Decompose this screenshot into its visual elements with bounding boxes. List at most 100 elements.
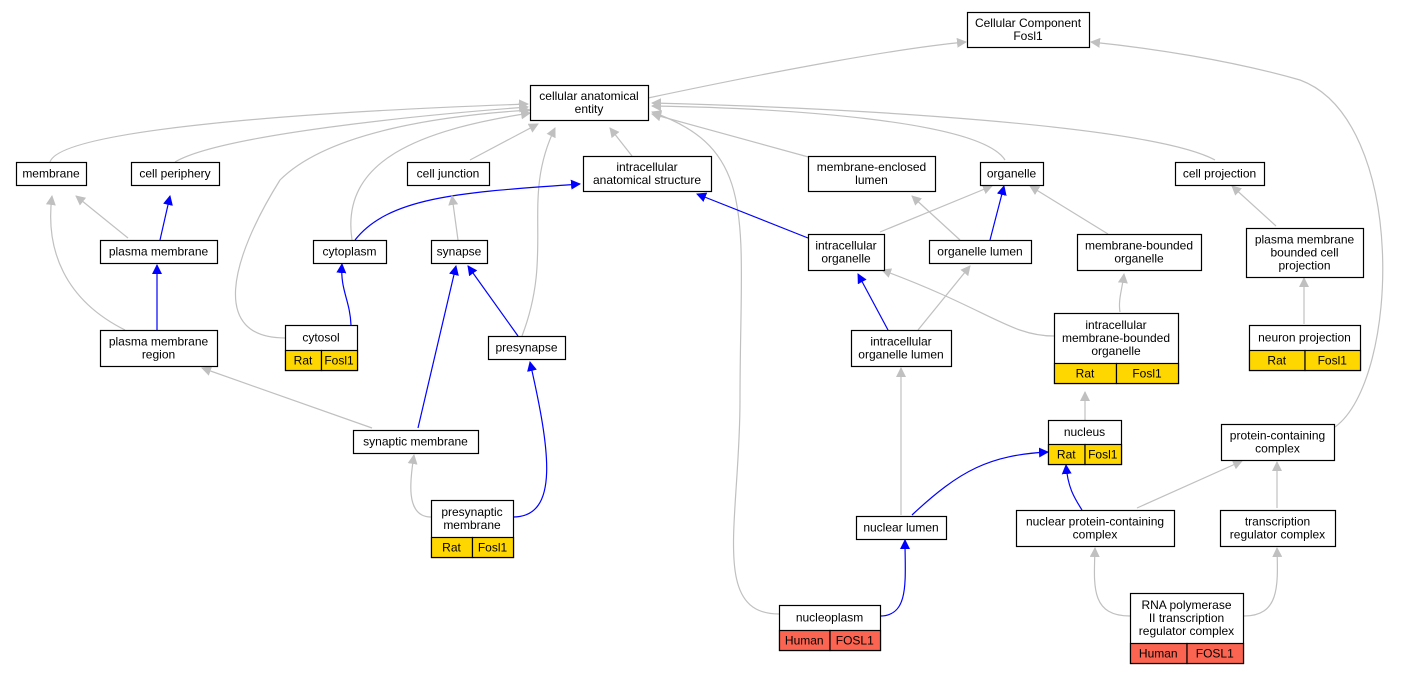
gene-cell: [471, 536, 515, 559]
edge-synmem-to-synapse: [417, 265, 459, 429]
node-label: region: [142, 348, 175, 362]
node-box: [1245, 227, 1365, 279]
gene-cell: [1115, 362, 1180, 385]
edge-presynmem-to-synmem: [407, 454, 432, 518]
edge-ias-to-cae: [609, 127, 633, 157]
node-box: [1219, 509, 1337, 548]
node-ol: organelle lumen: [928, 239, 1033, 265]
node-label: transcription: [1245, 515, 1310, 529]
node-box: [1174, 161, 1266, 187]
species-label: Rat: [294, 354, 313, 368]
node-label: intracellular: [616, 160, 677, 174]
gene-cell: [1304, 349, 1362, 372]
edge-cellperiphery-to-cae: [174, 102, 529, 163]
node-box: [1015, 509, 1176, 548]
node-box: [1076, 233, 1203, 272]
edge-mel-to-cae: [651, 111, 813, 159]
node-label: Cellular Component: [975, 16, 1082, 30]
node-label: cytoplasm: [322, 245, 376, 259]
edge-pmbcp-to-cellprojection: [1231, 185, 1277, 227]
node-label: II transcription: [1149, 611, 1224, 625]
edge-imbo-to-io: [881, 268, 1055, 337]
node-box: [855, 515, 948, 541]
edge-layer: [45, 37, 1384, 617]
species-label: Rat: [1267, 354, 1286, 368]
node-label: plasma membrane: [109, 335, 209, 349]
species-label: Rat: [442, 541, 461, 555]
edge-nuclumen-to-nucleus: [911, 447, 1049, 516]
node-label: membrane: [443, 518, 501, 532]
node-label: organelle: [987, 167, 1037, 181]
gene-label: FOSL1: [836, 634, 874, 648]
node-label: intracellular: [1085, 318, 1146, 332]
node-label: membrane-bounded: [1085, 239, 1193, 253]
node-label: nuclear protein-containing: [1026, 515, 1164, 529]
edge-rnap-to-npcc: [1089, 547, 1131, 617]
edge-pm-to-cellperiphery: [159, 195, 173, 241]
edge-organelle-to-cae: [651, 101, 1006, 161]
node-label: regulator complex: [1230, 528, 1325, 542]
node-label: Fosl1: [1013, 29, 1043, 43]
edge-npcc-to-pcc: [1136, 460, 1243, 509]
node-label: regulator complex: [1139, 624, 1234, 638]
node-label: membrane-enclosed: [817, 160, 926, 174]
node-label: complex: [1073, 528, 1118, 542]
edge-io-to-ias: [696, 192, 809, 239]
node-label: plasma membrane: [1255, 233, 1355, 247]
node-label: cell junction: [417, 167, 480, 181]
gene-label: Fosl1: [478, 541, 508, 555]
node-box: [430, 239, 489, 265]
gene-label: Fosl1: [1318, 354, 1348, 368]
edge-ol-to-mel: [911, 195, 961, 241]
node-label: synaptic membrane: [363, 435, 468, 449]
node-box: [15, 161, 88, 187]
node-label: cell projection: [1183, 167, 1256, 181]
species-label: Rat: [1076, 367, 1095, 381]
edge-cytosol-to-cae: [235, 105, 531, 339]
node-label: cellular anatomical: [539, 89, 638, 103]
edge-cytoplasm-to-cae: [350, 109, 531, 241]
node-box: [130, 161, 221, 187]
node-label: anatomical structure: [593, 173, 701, 187]
node-label: organelle: [821, 252, 871, 266]
node-celljunction: cell junction: [406, 161, 491, 187]
node-pm: plasma membrane: [99, 239, 219, 265]
node-synapse: synapse: [430, 239, 489, 265]
edge-nucleoplasm-to-cae: [651, 110, 780, 615]
gene-label: FOSL1: [1196, 647, 1234, 661]
edge-presynmem-to-presynapse: [512, 361, 548, 518]
node-label: lumen: [855, 173, 888, 187]
edge-nucleoplasm-to-nuclumen: [879, 539, 911, 617]
node-box: [979, 161, 1045, 187]
edge-synmem-to-pmr: [201, 366, 373, 429]
edge-pcc-to-cc: [1090, 37, 1384, 428]
edge-synapse-to-celljunction: [448, 195, 459, 241]
node-label: intracellular: [815, 239, 876, 253]
node-label: organelle lumen: [858, 348, 943, 362]
node-label: membrane-bounded: [1062, 331, 1170, 345]
node-label: cytosol: [302, 331, 339, 345]
node-organelle: organelle: [979, 161, 1045, 187]
edge-cytosol-to-cytoplasm: [336, 263, 352, 326]
node-label: RNA polymerase: [1141, 598, 1231, 612]
edge-pmr-to-membrane: [45, 195, 126, 331]
species-label: Human: [1139, 647, 1178, 661]
gene-label: Fosl1: [1088, 448, 1118, 462]
node-box: [1220, 423, 1336, 462]
gene-label: Fosl1: [1132, 367, 1162, 381]
edge-iol-to-ol: [917, 265, 971, 331]
edge-celljunction-to-cae: [469, 123, 539, 161]
